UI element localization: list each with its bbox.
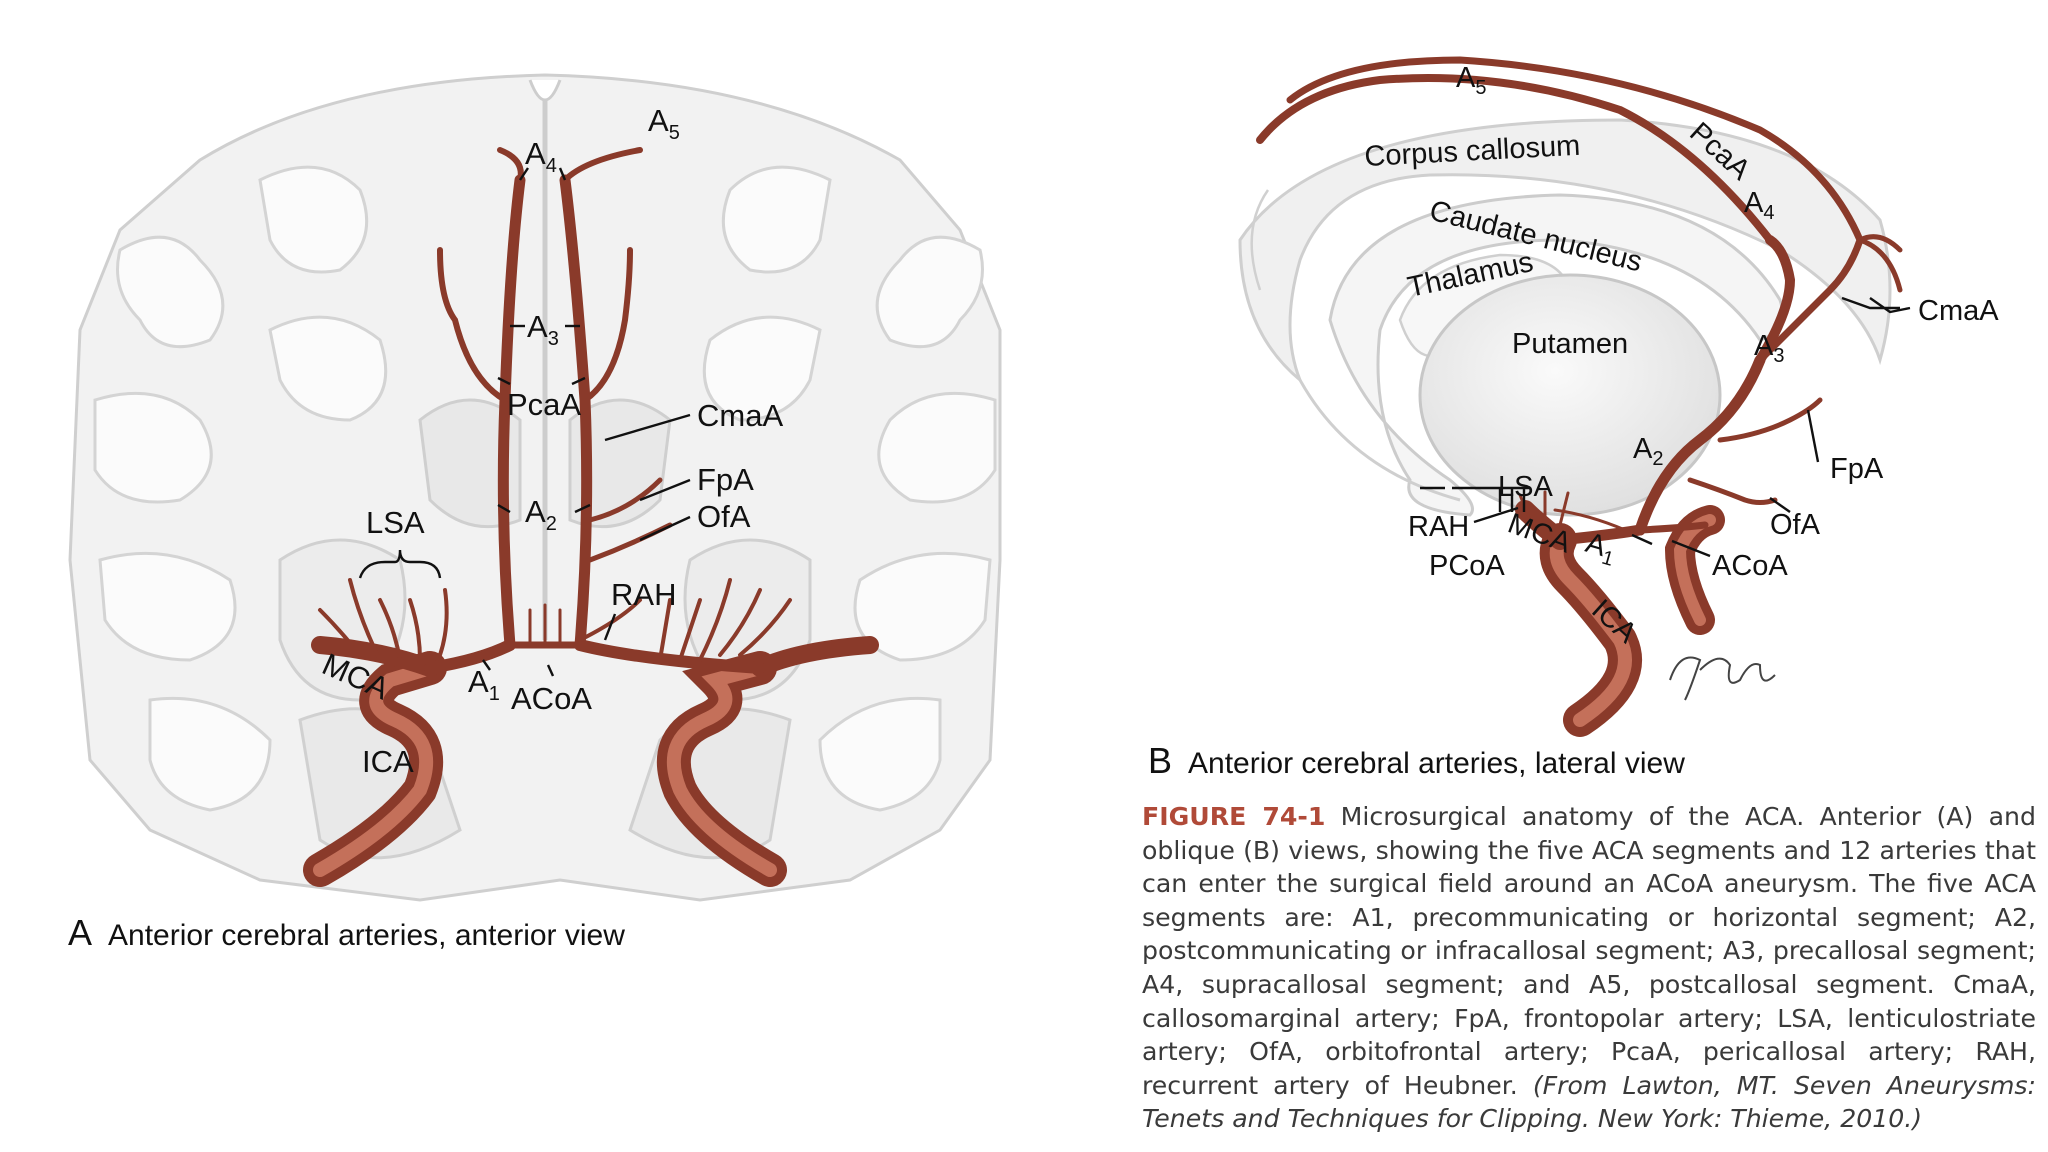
- label-rah: RAH: [611, 577, 676, 612]
- label-putamen: Putamen: [1512, 328, 1628, 360]
- figure-number: FIGURE 74-1: [1142, 802, 1326, 831]
- label-b-rah: RAH: [1408, 511, 1469, 543]
- label-a4: A4: [525, 136, 557, 177]
- caption-source: (From Lawton, MT. Seven Aneurysms: Tenet…: [1142, 1070, 2036, 1134]
- label-fpa: FpA: [697, 462, 754, 497]
- arteries-lateral: [1256, 56, 1903, 737]
- label-b-a4: A4: [1744, 187, 1774, 224]
- labels-panel-a: A4 A5 A3 PcaA CmaA FpA OfA LSA A2 RAH MC…: [317, 103, 783, 779]
- panel-a-letter: A: [68, 912, 93, 953]
- label-b-a3: A3: [1754, 330, 1784, 367]
- label-lsa: LSA: [366, 505, 425, 540]
- illustrator-signature: [1669, 656, 1776, 701]
- panel-b-title: Anterior cerebral arteries, lateral view: [1188, 747, 1685, 780]
- label-b-cmaa: CmaA: [1918, 295, 1999, 327]
- panel-b-illustration: A5 Corpus callosum PcaA A4 Caudate nucle…: [1238, 56, 1999, 737]
- label-a2: A2: [525, 494, 557, 535]
- label-a1: A1: [468, 664, 500, 705]
- label-pcaa: PcaA: [507, 387, 581, 422]
- label-b-ofa: OfA: [1770, 509, 1821, 541]
- leader-lines-panel-a: [358, 167, 691, 677]
- arteries-anterior: [303, 147, 879, 887]
- label-b-pcoa: PCoA: [1429, 550, 1505, 582]
- label-acoa: ACoA: [511, 681, 592, 716]
- panel-a-caption: A Anterior cerebral arteries, anterior vi…: [68, 912, 625, 954]
- brain-coronal-section: [68, 73, 1002, 902]
- label-ofa: OfA: [697, 499, 751, 534]
- label-b-a2: A2: [1633, 433, 1663, 470]
- panel-a-title: Anterior cerebral arteries, anterior vie…: [108, 919, 625, 952]
- label-a5: A5: [648, 103, 680, 144]
- label-b-lsa: LSA: [1498, 471, 1553, 503]
- label-a3: A3: [527, 309, 559, 350]
- label-cmaa: CmaA: [697, 398, 783, 433]
- label-b-fpa: FpA: [1830, 453, 1884, 485]
- brain-lateral-structures: [1238, 118, 1892, 517]
- panel-b-caption: B Anterior cerebral arteries, lateral vie…: [1148, 740, 1685, 782]
- leader-lines-panel-b: [1420, 296, 1911, 558]
- caption-body: Microsurgical anatomy of the ACA. Anteri…: [1142, 802, 2037, 1100]
- label-b-a5: A5: [1456, 62, 1486, 99]
- panel-a-illustration: A4 A5 A3 PcaA CmaA FpA OfA LSA A2 RAH MC…: [68, 73, 1002, 902]
- label-ica: ICA: [362, 744, 414, 779]
- figure-caption: FIGURE 74-1 Microsurgical anatomy of the…: [1142, 800, 2036, 1136]
- panel-b-letter: B: [1148, 740, 1173, 781]
- label-b-acoa: ACoA: [1712, 550, 1788, 582]
